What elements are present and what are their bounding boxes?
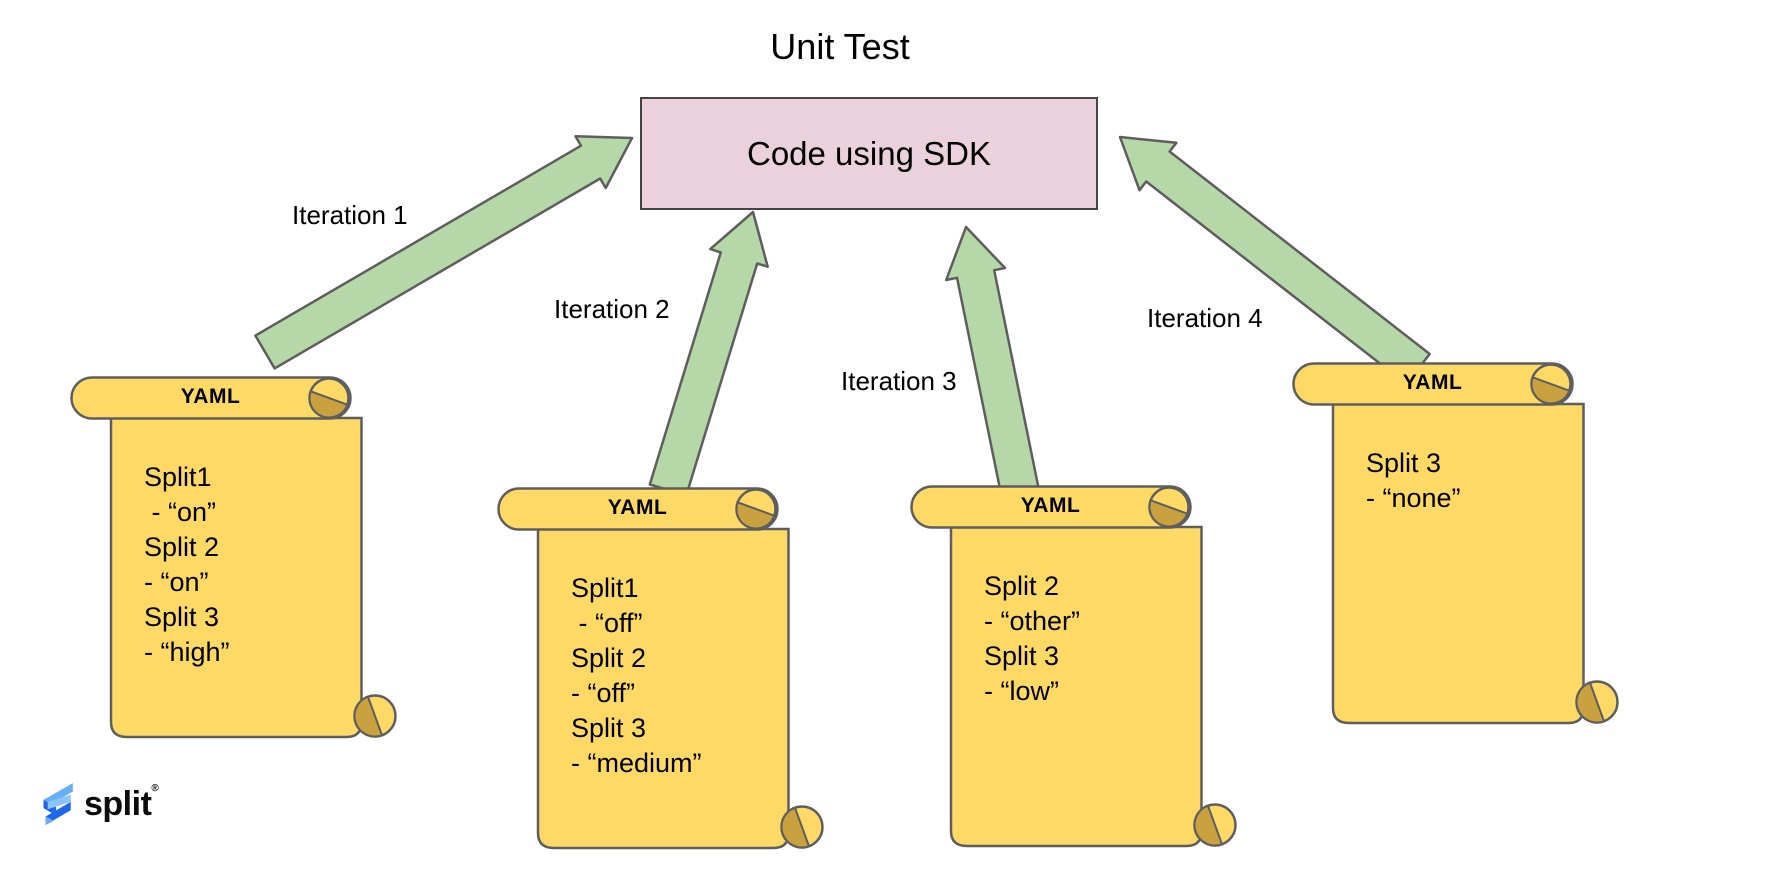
yaml-scroll-1: YAML Split1 - “on” Split 2 - “on” Split 3 - …	[70, 376, 400, 744]
scroll-curl-top-inner	[1530, 376, 1571, 405]
iteration-3-arrow	[944, 225, 1040, 498]
yaml-line: Split 2	[571, 643, 647, 673]
yaml-header-label: YAML	[1020, 494, 1081, 517]
yaml-line: Split1	[571, 573, 639, 603]
yaml-line: Split1	[144, 462, 212, 492]
scroll-curl-top-inner	[735, 501, 776, 530]
scroll-curl-bottom-inner	[1575, 681, 1606, 724]
iteration-2-label: Iteration 2	[554, 294, 670, 324]
registered-mark: ®	[151, 782, 159, 794]
split-logo-text: split®	[84, 782, 159, 823]
scroll-curl-bottom-inner	[353, 695, 384, 738]
scroll-shape	[70, 376, 397, 739]
yaml-line: - “off”	[571, 678, 636, 708]
yaml-content: Split1 - “off” Split 2 - “off” Split 3 - “me…	[571, 571, 702, 781]
scroll-curl-bottom-inner	[1193, 804, 1224, 847]
yaml-line: - “on”	[144, 567, 209, 597]
scroll-curl-top-inner	[1148, 499, 1189, 528]
yaml-line: - “off”	[571, 608, 643, 638]
yaml-content: Split 3 - “none”	[1366, 446, 1461, 516]
yaml-line: - “none”	[1366, 483, 1461, 513]
split-logo: split®	[33, 781, 159, 827]
yaml-line: Split 3	[984, 641, 1060, 671]
yaml-line: - “low”	[984, 676, 1059, 706]
code-using-sdk-box: Code using SDK	[640, 97, 1098, 210]
yaml-header-label: YAML	[180, 385, 241, 408]
iteration-4-label: Iteration 4	[1147, 303, 1263, 333]
yaml-scroll-4: YAML Split 3 - “none”	[1292, 362, 1622, 730]
yaml-scroll-2: YAML Split1 - “off” Split 2 - “off” Split 3…	[497, 487, 827, 855]
yaml-line: - “other”	[984, 606, 1081, 636]
yaml-content: Split 2 - “other” Split 3 - “low”	[984, 569, 1080, 709]
scroll-curl-bottom-inner	[780, 806, 811, 849]
yaml-scroll-3: YAML Split 2 - “other” Split 3 - “low”	[910, 485, 1240, 853]
scroll-shape	[1292, 362, 1619, 725]
scroll-shape	[497, 487, 824, 850]
scroll-header-shape	[497, 487, 779, 531]
iteration-1-label: Iteration 1	[292, 200, 408, 230]
yaml-header-label: YAML	[1402, 371, 1463, 394]
scroll-header-shape	[70, 376, 352, 420]
yaml-header-label: YAML	[607, 496, 668, 519]
yaml-line: Split 3	[1366, 448, 1442, 478]
yaml-line: Split 3	[571, 713, 647, 743]
diagram-title: Unit Test	[770, 26, 910, 67]
yaml-content: Split1 - “on” Split 2 - “on” Split 3 - “high…	[144, 460, 230, 670]
code-using-sdk-label: Code using SDK	[747, 134, 991, 172]
yaml-line: - “on”	[144, 497, 217, 527]
split-logo-icon	[43, 783, 73, 825]
yaml-line: - “medium”	[571, 748, 702, 778]
iteration-3-label: Iteration 3	[841, 366, 957, 396]
yaml-line: Split 2	[984, 571, 1060, 601]
yaml-line: Split 2	[144, 532, 220, 562]
yaml-line: Split 3	[144, 602, 220, 632]
yaml-line: - “high”	[144, 637, 230, 667]
iteration-2-arrow	[648, 210, 769, 497]
iteration-4-arrow	[1118, 135, 1431, 386]
iteration-1-arrow	[254, 134, 634, 370]
scroll-curl-top-inner	[308, 390, 349, 419]
